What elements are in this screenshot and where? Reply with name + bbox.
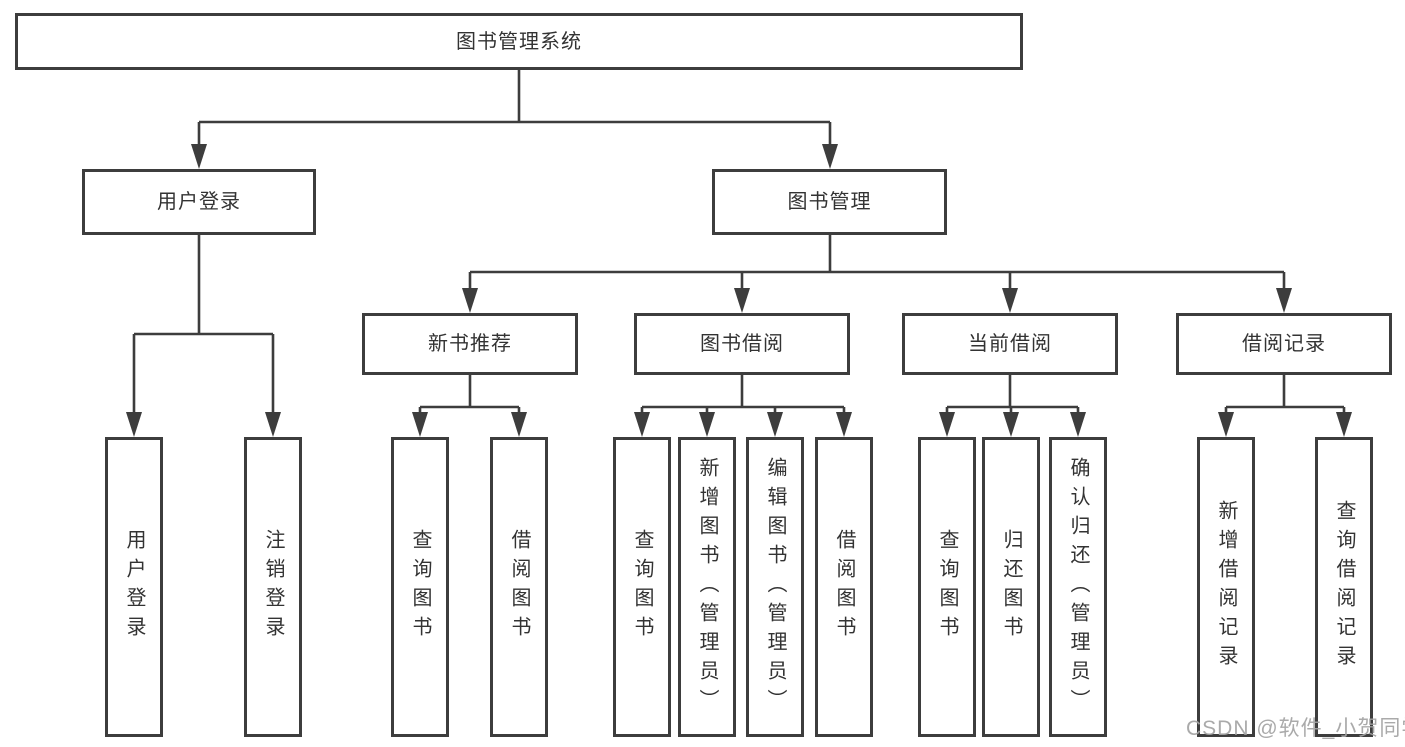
leaf-edit-book-admin: 编辑图书（管理员） — [746, 437, 804, 737]
leaf-query-borrow-record: 查询借阅记录 — [1315, 437, 1373, 737]
leaf-borrow-books-borrowing: 借阅图书 — [815, 437, 873, 737]
node-library-management-system: 图书管理系统 — [15, 13, 1023, 70]
leaf-query-books-borrowing: 查询图书 — [613, 437, 671, 737]
node-user-login: 用户登录 — [82, 169, 316, 235]
leaf-borrow-books-recommend: 借阅图书 — [490, 437, 548, 737]
leaf-add-book-admin: 新增图书（管理员） — [678, 437, 736, 737]
node-new-book-recommend: 新书推荐 — [362, 313, 578, 375]
csdn-watermark: CSDN @软件_小贺同学 — [1186, 717, 1405, 740]
leaf-user-login: 用户登录 — [105, 437, 163, 737]
leaf-query-books-current: 查询图书 — [918, 437, 976, 737]
leaf-logout: 注销登录 — [244, 437, 302, 737]
leaf-return-books: 归还图书 — [982, 437, 1040, 737]
node-borrowing-records: 借阅记录 — [1176, 313, 1392, 375]
leaf-add-borrow-record: 新增借阅记录 — [1197, 437, 1255, 737]
node-current-borrowing: 当前借阅 — [902, 313, 1118, 375]
leaf-query-books-recommend: 查询图书 — [391, 437, 449, 737]
node-book-management: 图书管理 — [712, 169, 947, 235]
leaf-confirm-return-admin: 确认归还（管理员） — [1049, 437, 1107, 737]
node-book-borrowing: 图书借阅 — [634, 313, 850, 375]
